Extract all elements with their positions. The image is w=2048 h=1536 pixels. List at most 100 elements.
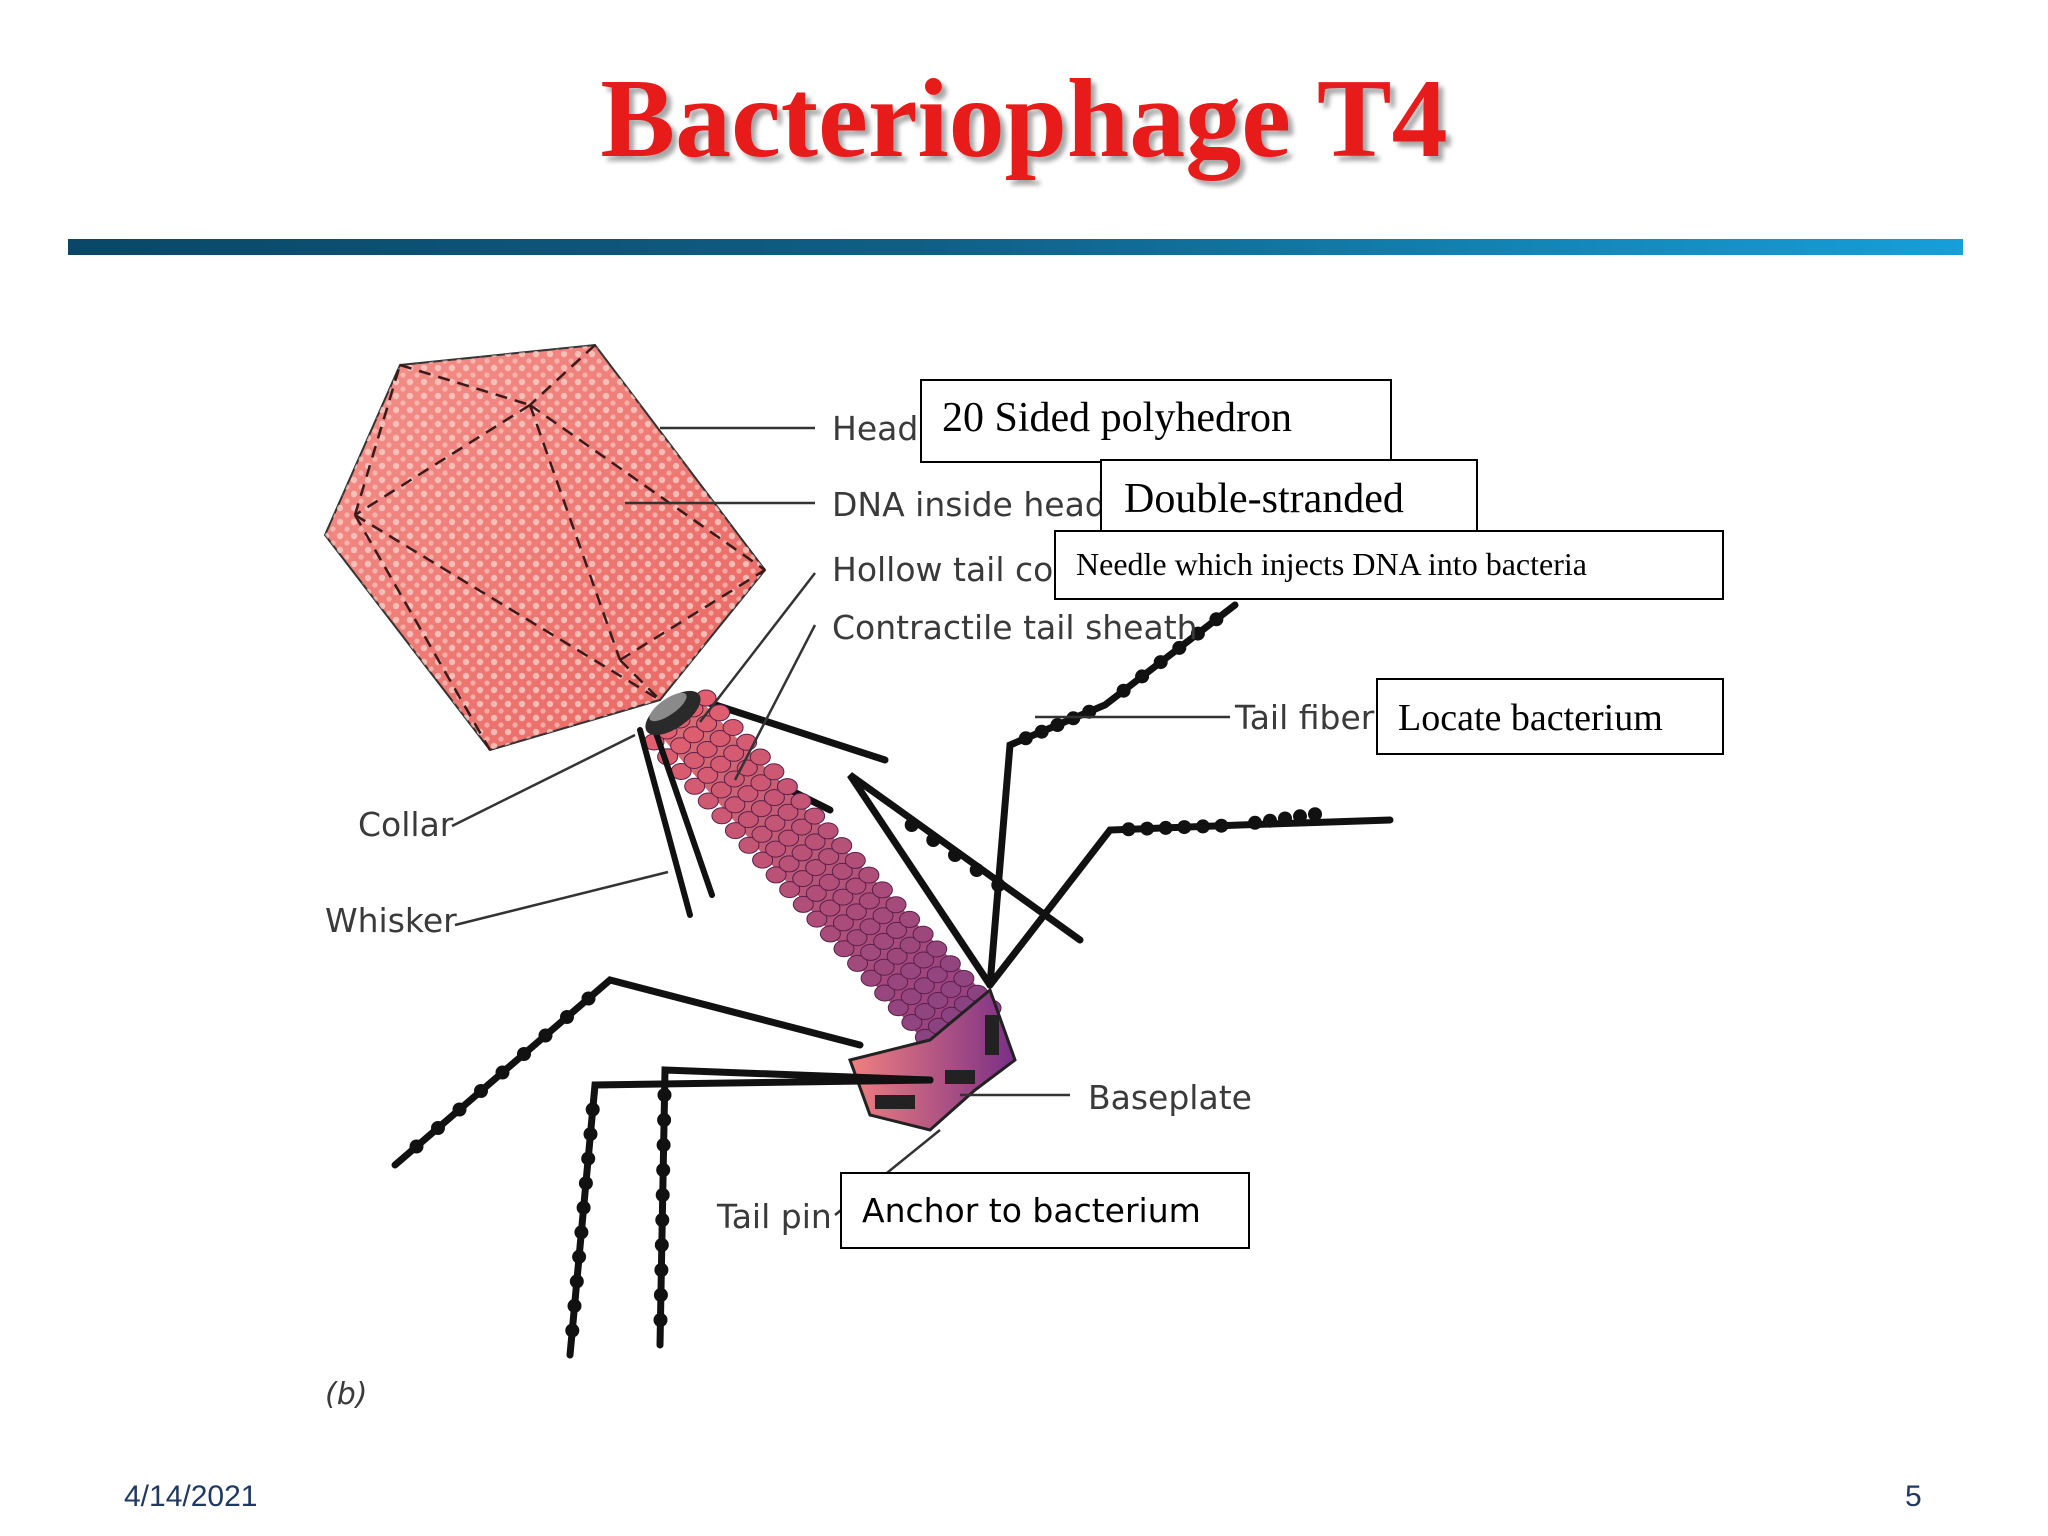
label-contractile-tail-sheath: Contractile tail sheath [832, 608, 1198, 647]
sheath-subunit [765, 840, 787, 858]
sheath-subunit [819, 925, 841, 943]
fiber-bead [1082, 704, 1097, 719]
sheath-subunit [913, 951, 935, 969]
fiber-bead [583, 1127, 598, 1142]
sheath-subunit [901, 1014, 923, 1031]
fiber-bead [560, 1010, 574, 1024]
fiber-bead [1190, 626, 1205, 641]
sheath-subunit [684, 777, 706, 795]
fiber-bead [926, 833, 941, 847]
sheath-subunit [709, 730, 731, 747]
sheath-subunit [790, 792, 812, 810]
fiber-bead [657, 1113, 672, 1127]
title-divider [68, 239, 1963, 255]
fiber-bead [1121, 822, 1136, 837]
sheath-subunit [805, 859, 827, 877]
sheath-subunit [737, 785, 759, 803]
sheath-subunit [831, 862, 853, 880]
fiber-bead [1158, 820, 1173, 835]
fiber-bead [452, 1102, 467, 1117]
label-tail-pin: Tail pin [717, 1197, 832, 1236]
sheath-subunit [871, 881, 893, 899]
fiber-bead [656, 1138, 671, 1152]
sheath-subunit [899, 936, 921, 954]
note-tail-fiber: Locate bacterium [1376, 678, 1724, 755]
label-whisker: Whisker [325, 901, 457, 940]
sheath-subunit [791, 844, 813, 862]
sheath-subunit [764, 814, 786, 832]
sheath-subunit [805, 884, 827, 902]
fiber-bead [1278, 811, 1292, 826]
note-tail-core: Needle which injects DNA into bacteria [1054, 530, 1724, 600]
sheath-subunit [819, 899, 841, 917]
sheath-subunit [792, 870, 814, 888]
sheath-subunit [885, 896, 907, 914]
sheath-subunit [860, 969, 882, 987]
fiber-bead [581, 1151, 596, 1166]
sheath-subunit [697, 792, 719, 810]
sheath-subunit [831, 837, 853, 855]
fiber-bead [653, 1288, 668, 1302]
fiber-bead [538, 1028, 553, 1043]
sheath-subunit [900, 962, 922, 980]
fiber-bead [655, 1213, 670, 1227]
sheath-subunit [711, 807, 733, 825]
collar [645, 690, 701, 736]
fiber-bead [517, 1047, 531, 1061]
note-tail-pin: Anchor to bacterium [840, 1172, 1250, 1249]
fiber-bead [1195, 819, 1210, 834]
sheath-subunit [817, 822, 839, 840]
fiber-bead [1140, 821, 1155, 836]
sheath-subunit [683, 752, 705, 769]
whiskers [637, 727, 715, 918]
sheath-subunit [792, 895, 814, 913]
sheath-subunit [926, 966, 948, 984]
sheath-subunit [940, 981, 962, 998]
fiber-bead [495, 1065, 510, 1080]
sheath-subunit [724, 822, 746, 840]
sheath-subunit [804, 807, 826, 825]
sheath-subunit [804, 833, 826, 851]
label-head: Head [832, 409, 919, 448]
sheath-subunit [752, 851, 774, 869]
sheath-subunit [818, 873, 840, 891]
sheath-subunit [778, 829, 800, 847]
sheath-subunit [926, 940, 948, 958]
fiber-bead [657, 1088, 672, 1102]
sheath-subunit [846, 929, 868, 947]
sheath-subunit [845, 903, 867, 921]
fiber-bead [576, 1200, 591, 1215]
sheath-subunit [763, 763, 785, 781]
fiber-bead [654, 1263, 669, 1277]
fiber-bead [655, 1188, 670, 1202]
fiber-bead [1153, 655, 1168, 670]
fiber-bead [1172, 640, 1187, 655]
page-number: 5 [1905, 1480, 1922, 1513]
tail-fiber-beads [409, 612, 1322, 1338]
sheath-subunit [859, 918, 881, 936]
sheath-subunit [791, 818, 813, 836]
sheath-subunit [709, 704, 731, 722]
fiber-bead [991, 878, 1006, 892]
label-hollow-tail-core: Hollow tail core [832, 550, 1087, 589]
sheath-subunit [722, 719, 744, 736]
sheath-subunit [724, 796, 746, 814]
sheath-subunit [670, 737, 692, 755]
fiber-bead [585, 1102, 600, 1117]
fiber-bead [574, 1225, 589, 1240]
sheath-subunit [886, 947, 908, 965]
sheath-subunit [858, 866, 880, 884]
label-dna-inside-head: DNA inside head [832, 485, 1106, 524]
label-collar: Collar [358, 805, 454, 844]
sheath-subunit [737, 811, 759, 829]
sheath-subunit [873, 958, 895, 976]
sheath-subunit [887, 999, 909, 1017]
sheath-subunit [750, 774, 772, 792]
sheath-subunit [886, 921, 908, 939]
sheath-subunit [912, 925, 934, 943]
phage-head [323, 343, 767, 752]
sheath-subunit [765, 866, 787, 884]
fiber-bead [656, 1163, 671, 1177]
fiber-bead [948, 848, 962, 862]
